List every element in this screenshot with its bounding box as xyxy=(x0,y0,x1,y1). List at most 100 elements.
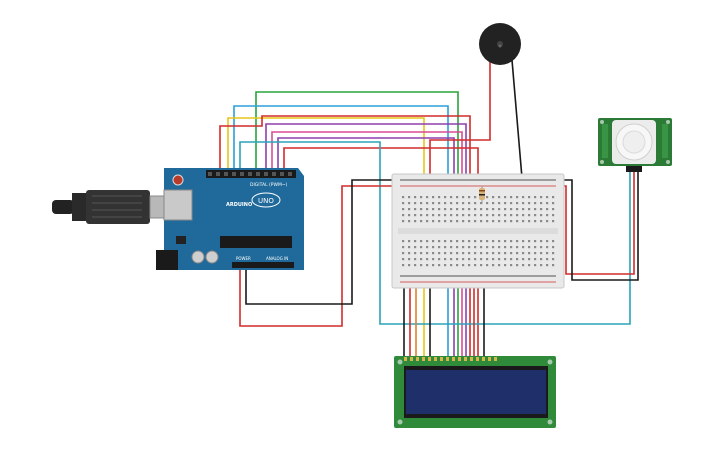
breadboard-hole xyxy=(402,264,405,267)
breadboard-hole xyxy=(504,202,507,205)
lcd-pin xyxy=(488,357,491,361)
breadboard-hole xyxy=(480,202,483,205)
breadboard-hole xyxy=(402,220,405,223)
breadboard-hole xyxy=(528,214,531,217)
breadboard-hole xyxy=(450,258,453,261)
breadboard-hole xyxy=(540,214,543,217)
breadboard-hole xyxy=(468,240,471,243)
breadboard-hole xyxy=(426,196,429,199)
breadboard-hole xyxy=(414,202,417,205)
breadboard-hole xyxy=(438,214,441,217)
atmega-chip xyxy=(220,236,292,248)
breadboard-hole xyxy=(480,214,483,217)
breadboard-hole xyxy=(438,220,441,223)
breadboard-hole xyxy=(444,246,447,249)
breadboard-hole xyxy=(408,220,411,223)
breadboard-hole xyxy=(438,196,441,199)
breadboard-hole xyxy=(468,202,471,205)
breadboard-hole xyxy=(492,240,495,243)
breadboard-hole xyxy=(522,202,525,205)
breadboard-hole xyxy=(492,258,495,261)
breadboard-hole xyxy=(468,214,471,217)
breadboard-hole xyxy=(420,208,423,211)
breadboard-hole xyxy=(402,240,405,243)
lcd-16x2 xyxy=(394,356,556,428)
breadboard-hole xyxy=(444,252,447,255)
breadboard-hole xyxy=(504,208,507,211)
breadboard-hole xyxy=(534,220,537,223)
breadboard-hole xyxy=(498,214,501,217)
regulator xyxy=(176,236,186,244)
breadboard-hole xyxy=(402,202,405,205)
breadboard-hole xyxy=(438,252,441,255)
pir-sensor-icon xyxy=(598,118,672,172)
lcd-pin xyxy=(464,357,467,361)
breadboard-hole xyxy=(534,246,537,249)
breadboard-hole xyxy=(510,208,513,211)
breadboard-hole xyxy=(420,264,423,267)
breadboard-hole xyxy=(534,214,537,217)
breadboard-hole xyxy=(408,214,411,217)
breadboard-hole xyxy=(462,246,465,249)
breadboard-hole xyxy=(420,240,423,243)
breadboard-hole xyxy=(516,214,519,217)
breadboard-hole xyxy=(522,264,525,267)
breadboard-hole xyxy=(450,252,453,255)
breadboard-hole xyxy=(432,208,435,211)
breadboard-hole xyxy=(510,196,513,199)
breadboard-hole xyxy=(546,202,549,205)
breadboard-hole xyxy=(438,264,441,267)
breadboard-hole xyxy=(516,202,519,205)
breadboard-hole xyxy=(414,252,417,255)
breadboard-hole xyxy=(540,264,543,267)
breadboard-hole xyxy=(546,258,549,261)
reset-button xyxy=(172,174,184,186)
breadboard-hole xyxy=(414,258,417,261)
breadboard-hole xyxy=(498,196,501,199)
breadboard-hole xyxy=(462,202,465,205)
breadboard-hole xyxy=(528,240,531,243)
breadboard-hole xyxy=(486,208,489,211)
lcd-pin xyxy=(410,357,413,361)
breadboard-hole xyxy=(552,220,555,223)
breadboard-hole xyxy=(552,196,555,199)
lcd-pin xyxy=(482,357,485,361)
breadboard-hole xyxy=(516,252,519,255)
breadboard-hole xyxy=(492,246,495,249)
lcd-pin xyxy=(470,357,473,361)
breadboard-hole xyxy=(522,240,525,243)
breadboard-hole xyxy=(528,202,531,205)
breadboard-hole xyxy=(540,258,543,261)
breadboard-hole xyxy=(510,246,513,249)
breadboard-hole xyxy=(492,252,495,255)
breadboard-hole xyxy=(468,246,471,249)
uno-logo: UNO xyxy=(251,192,281,208)
breadboard-hole xyxy=(462,220,465,223)
breadboard-hole xyxy=(456,264,459,267)
breadboard-hole xyxy=(474,196,477,199)
breadboard-holes xyxy=(402,196,555,267)
breadboard-hole xyxy=(426,246,429,249)
breadboard-hole xyxy=(474,220,477,223)
breadboard-hole xyxy=(444,220,447,223)
breadboard-hole xyxy=(420,258,423,261)
breadboard-hole xyxy=(462,264,465,267)
breadboard-hole xyxy=(552,246,555,249)
breadboard-hole xyxy=(480,208,483,211)
breadboard-hole xyxy=(408,240,411,243)
breadboard-hole xyxy=(522,258,525,261)
breadboard-hole xyxy=(528,246,531,249)
breadboard-hole xyxy=(504,240,507,243)
breadboard-hole xyxy=(552,208,555,211)
breadboard-hole xyxy=(498,252,501,255)
breadboard-hole xyxy=(522,196,525,199)
pir-pins xyxy=(626,166,642,172)
breadboard-hole xyxy=(546,252,549,255)
breadboard-hole xyxy=(492,214,495,217)
breadboard-hole xyxy=(444,196,447,199)
lcd-pin xyxy=(440,357,443,361)
breadboard-hole xyxy=(426,208,429,211)
breadboard-hole xyxy=(474,214,477,217)
breadboard-hole xyxy=(504,252,507,255)
breadboard-hole xyxy=(522,220,525,223)
